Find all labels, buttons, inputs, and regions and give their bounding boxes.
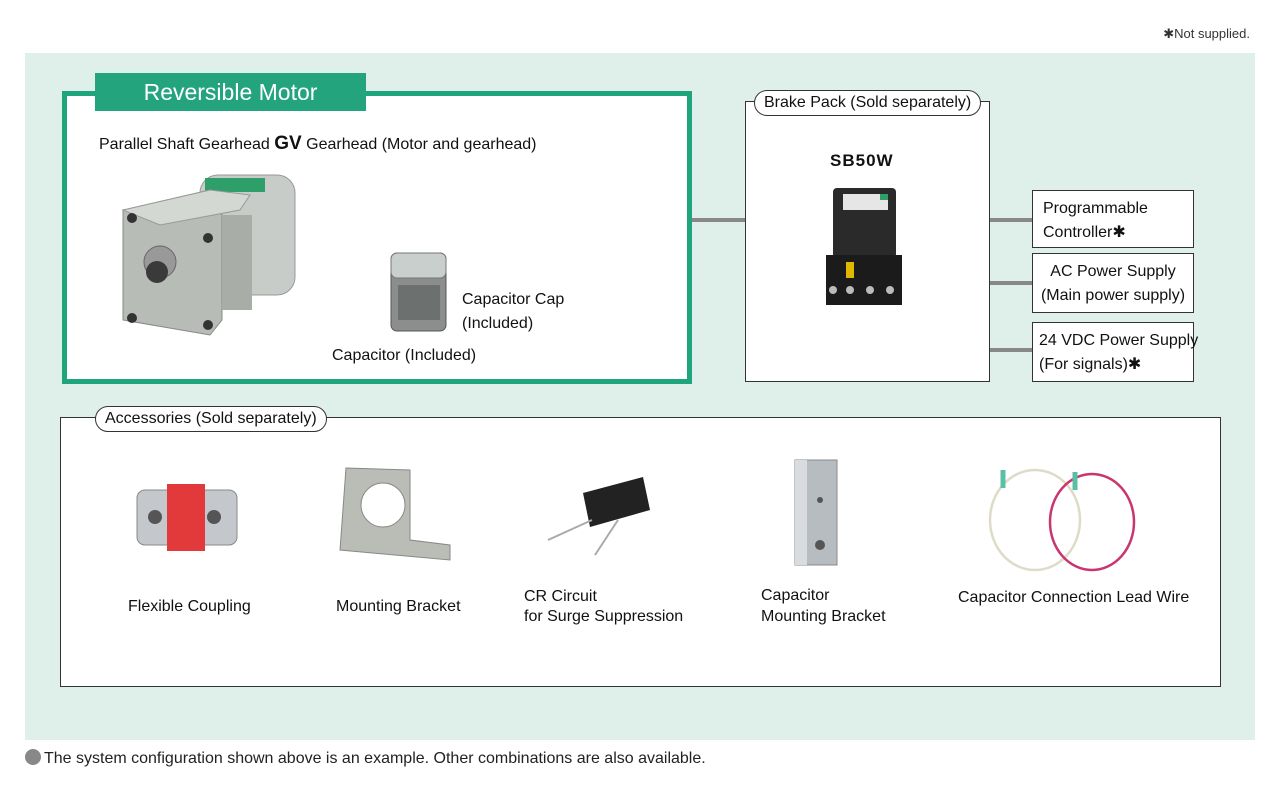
brake-pack-panel [745,101,990,382]
programmable-controller-line2: Controller✱ [1043,224,1126,241]
accessory-mounting-bracket-label: Mounting Bracket [336,598,461,615]
not-supplied-note: ✱Not supplied. [1163,26,1250,41]
brake-pack-title: Brake Pack (Sold separately) [754,90,982,116]
ac-power-supply-line1: AC Power Supply [1050,263,1176,280]
programmable-controller-box: Programmable Controller✱ [1032,190,1194,248]
gearhead-description-prefix: Parallel Shaft Gearhead [99,136,275,153]
bullet-icon [25,749,41,765]
accessories-panel [60,417,1221,687]
gearhead-description: Parallel Shaft Gearhead GV Gearhead (Mot… [99,132,536,157]
accessory-capacitor-bracket-label-line2: Mounting Bracket [761,608,886,625]
reversible-motor-title: Reversible Motor [95,73,366,111]
gv-logo-text: GV [274,133,302,154]
accessory-flexible-coupling-label: Flexible Coupling [128,598,251,615]
accessory-cr-circuit-label-line1: CR Circuit [524,588,597,605]
programmable-controller-line1: Programmable [1043,200,1148,217]
footer-note: The system configuration shown above is … [25,749,706,768]
dc-power-supply-line2: (For signals)✱ [1039,356,1142,373]
ac-power-supply-box: AC Power Supply (Main power supply) [1032,253,1194,313]
brake-model-label: SB50W [830,151,894,170]
capacitor-cap-label-line2: (Included) [462,315,534,332]
footer-text: The system configuration shown above is … [44,750,706,767]
accessory-cr-circuit-label-line2: for Surge Suppression [524,608,684,625]
capacitor-cap-label-line1: Capacitor Cap [462,291,565,308]
accessory-capacitor-bracket-label-line1: Capacitor [761,587,830,604]
capacitor-label: Capacitor (Included) [332,347,477,364]
accessories-title: Accessories (Sold separately) [95,406,327,432]
ac-power-supply-line2: (Main power supply) [1040,287,1186,304]
gearhead-description-suffix: Gearhead (Motor and gearhead) [301,136,537,153]
dc-power-supply-box: 24 VDC Power Supply (For signals)✱ [1032,322,1198,382]
accessory-lead-wire-label: Capacitor Connection Lead Wire [958,589,1190,606]
dc-power-supply-line1: 24 VDC Power Supply [1039,332,1199,349]
